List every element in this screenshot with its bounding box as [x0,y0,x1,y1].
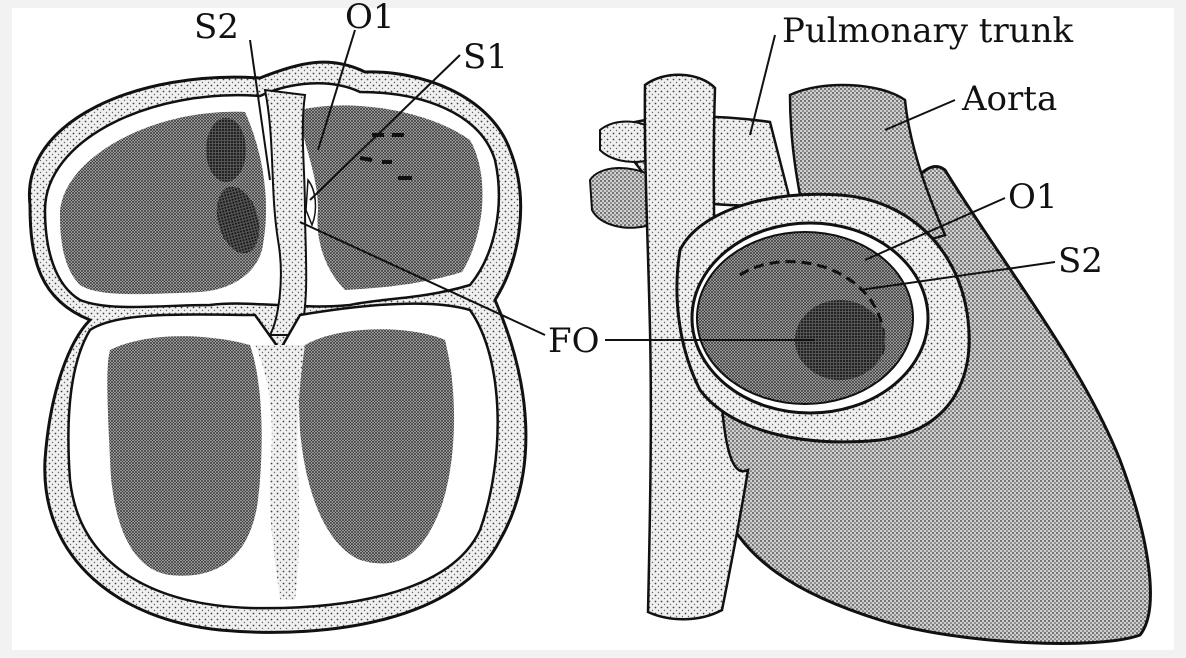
label-fo: FO [548,321,599,361]
right-atrium-chamber [300,105,482,290]
left-heart-section [29,62,525,632]
label-pulmonary-trunk: Pulmonary trunk [782,11,1074,51]
label-s2-right: S2 [1058,241,1103,281]
label-aorta: Aorta [961,79,1057,119]
label-o1-left: O1 [345,0,395,37]
left-ostium-upper [206,118,246,182]
left-ventricle-chamber [107,336,261,575]
label-s1: S1 [463,37,508,77]
pulmonary-branch-lower [590,168,650,228]
label-s2-left: S2 [194,7,239,47]
pulmonary-branch [600,122,650,162]
label-o1-right: O1 [1008,177,1058,217]
